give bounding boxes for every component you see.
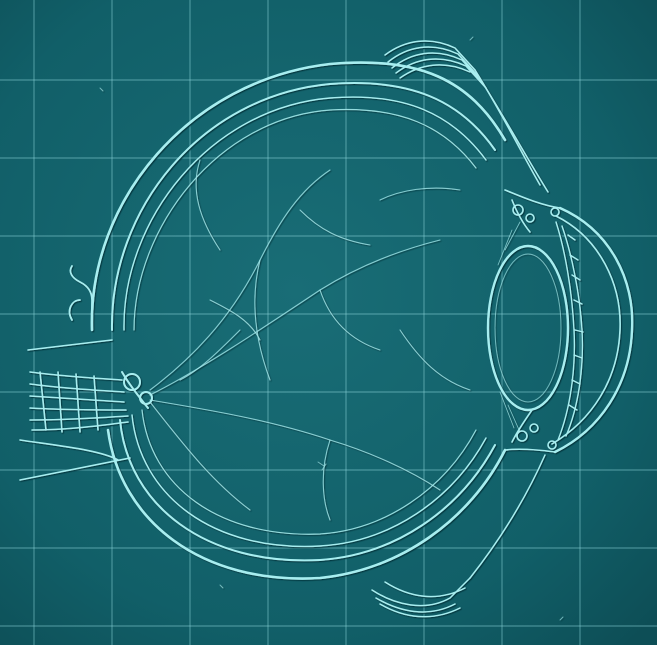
zonule-fibers <box>497 221 521 433</box>
cornea-inner <box>551 215 621 445</box>
superior-muscle <box>384 40 549 193</box>
retinal-vessels <box>149 159 471 521</box>
dural-sheath <box>68 265 93 331</box>
optic-nerve <box>19 339 131 481</box>
choroid-layer <box>123 96 487 548</box>
sclera-inner <box>110 82 496 562</box>
iris <box>555 221 584 441</box>
ciliary-body <box>504 189 561 453</box>
lens <box>486 244 570 412</box>
cornea <box>553 206 634 454</box>
sclera-outer <box>90 61 507 580</box>
retina-layer <box>133 108 477 535</box>
lens-inner <box>494 253 562 403</box>
inferior-muscle <box>371 454 546 618</box>
optic-disc <box>121 371 153 409</box>
speckle-marks <box>99 36 564 621</box>
